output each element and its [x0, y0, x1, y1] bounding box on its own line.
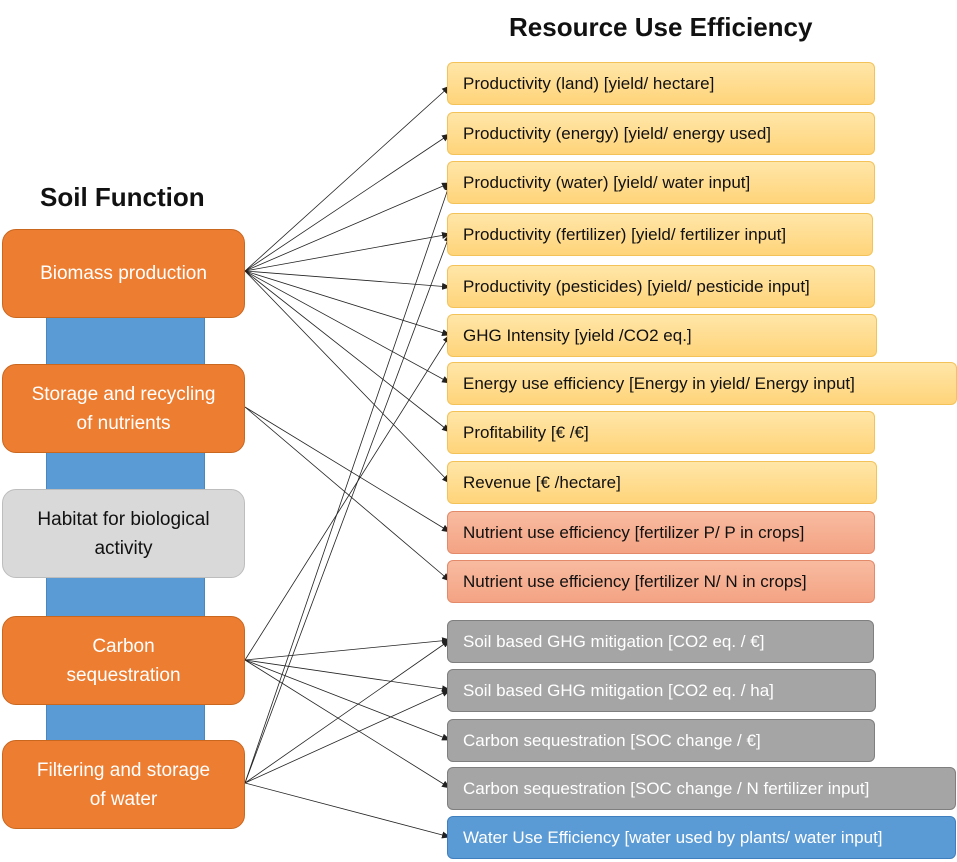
arrow-carbon-to-metric-11	[244, 637, 451, 661]
function-box-storage-recycling-nutrients: Storage and recycling of nutrients	[2, 364, 245, 453]
metric-label: Productivity (land) [yield/ hectare]	[463, 73, 715, 93]
metric-profitability: Profitability [€ /€]	[447, 411, 875, 454]
metric-label: Productivity (water) [yield/ water input…	[463, 172, 751, 192]
arrow-biomass-to-metric-0	[244, 85, 451, 272]
metric-nutrient-use-efficiency-n: Nutrient use efficiency [fertilizer N/ N…	[447, 560, 875, 603]
function-label: Storage and recycling of nutrients	[31, 383, 216, 434]
metric-label: Carbon sequestration [SOC change / €]	[463, 730, 761, 750]
resource-use-efficiency-heading: Resource Use Efficiency	[509, 12, 813, 42]
metric-productivity-pesticides: Productivity (pesticides) [yield/ pestic…	[447, 265, 875, 308]
metric-ghg-mitigation-per-ha: Soil based GHG mitigation [CO2 eq. / ha]	[447, 669, 876, 712]
function-label: Biomass production	[40, 263, 207, 284]
soil-function-heading: Soil Function	[40, 182, 205, 212]
metric-revenue: Revenue [€ /hectare]	[447, 461, 877, 504]
arrow-carbon-to-metric-13	[244, 659, 451, 741]
metric-water-use-efficiency: Water Use Efficiency [water used by plan…	[447, 816, 956, 859]
metric-label: Energy use efficiency [Energy in yield/ …	[463, 373, 855, 393]
metric-label: Productivity (energy) [yield/ energy use…	[463, 123, 772, 143]
function-box-filtering-storage-water: Filtering and storage of water	[2, 740, 245, 829]
metric-ghg-intensity: GHG Intensity [yield /CO2 eq.]	[447, 314, 877, 357]
arrow-nutrients-to-metric-10	[244, 406, 451, 582]
metric-carbon-sequestration-per-euro: Carbon sequestration [SOC change / €]	[447, 719, 875, 762]
arrow-biomass-to-metric-3	[244, 231, 451, 272]
arrow-carbon-to-metric-5	[244, 334, 451, 661]
metric-label: Carbon sequestration [SOC change / N fer…	[463, 778, 870, 798]
arrow-biomass-to-metric-1	[244, 133, 451, 272]
arrow-carbon-to-metric-12	[244, 659, 451, 693]
arrow-water-to-metric-2	[244, 182, 451, 784]
arrow-biomass-to-metric-7	[244, 270, 451, 433]
arrow-biomass-to-metric-4	[244, 270, 451, 290]
function-box-habitat-biological-activity: Habitat for biological activity	[2, 489, 245, 578]
arrow-water-to-metric-11	[244, 639, 451, 784]
arrow-nutrients-to-metric-9	[244, 406, 451, 533]
metric-label: GHG Intensity [yield /CO2 eq.]	[463, 325, 692, 345]
metric-carbon-sequestration-per-n: Carbon sequestration [SOC change / N fer…	[447, 767, 956, 810]
metric-label: Nutrient use efficiency [fertilizer N/ N…	[463, 571, 807, 591]
metric-label: Profitability [€ /€]	[463, 422, 589, 442]
metric-ghg-mitigation-per-euro: Soil based GHG mitigation [CO2 eq. / €]	[447, 620, 874, 663]
function-label: Carbon sequestration	[66, 635, 181, 686]
function-label: Habitat for biological activity	[37, 508, 210, 559]
arrow-carbon-to-metric-14	[244, 659, 451, 789]
metric-label: Soil based GHG mitigation [CO2 eq. / ha]	[463, 680, 774, 700]
metric-label: Revenue [€ /hectare]	[463, 472, 621, 492]
arrow-water-to-metric-12	[244, 689, 451, 784]
metric-label: Productivity (pesticides) [yield/ pestic…	[463, 276, 810, 296]
arrow-water-to-metric-3	[244, 233, 451, 784]
function-box-carbon-sequestration: Carbon sequestration	[2, 616, 245, 705]
metric-productivity-fertilizer: Productivity (fertilizer) [yield/ fertil…	[447, 213, 873, 256]
metric-productivity-land: Productivity (land) [yield/ hectare]	[447, 62, 875, 105]
metric-label: Nutrient use efficiency [fertilizer P/ P…	[463, 522, 805, 542]
metric-productivity-water: Productivity (water) [yield/ water input…	[447, 161, 875, 204]
metric-label: Soil based GHG mitigation [CO2 eq. / €]	[463, 631, 765, 651]
arrow-biomass-to-metric-2	[244, 182, 451, 272]
metric-energy-use-efficiency: Energy use efficiency [Energy in yield/ …	[447, 362, 957, 405]
arrow-biomass-to-metric-6	[244, 270, 451, 384]
metric-label: Water Use Efficiency [water used by plan…	[463, 827, 883, 847]
arrow-water-to-metric-15	[244, 782, 451, 839]
arrow-biomass-to-metric-8	[244, 270, 451, 484]
metric-nutrient-use-efficiency-p: Nutrient use efficiency [fertilizer P/ P…	[447, 511, 875, 554]
function-label: Filtering and storage of water	[36, 759, 211, 810]
metric-label: Productivity (fertilizer) [yield/ fertil…	[463, 224, 787, 244]
function-box-biomass-production: Biomass production	[2, 229, 245, 318]
arrow-biomass-to-metric-5	[244, 270, 451, 336]
metric-productivity-energy: Productivity (energy) [yield/ energy use…	[447, 112, 875, 155]
